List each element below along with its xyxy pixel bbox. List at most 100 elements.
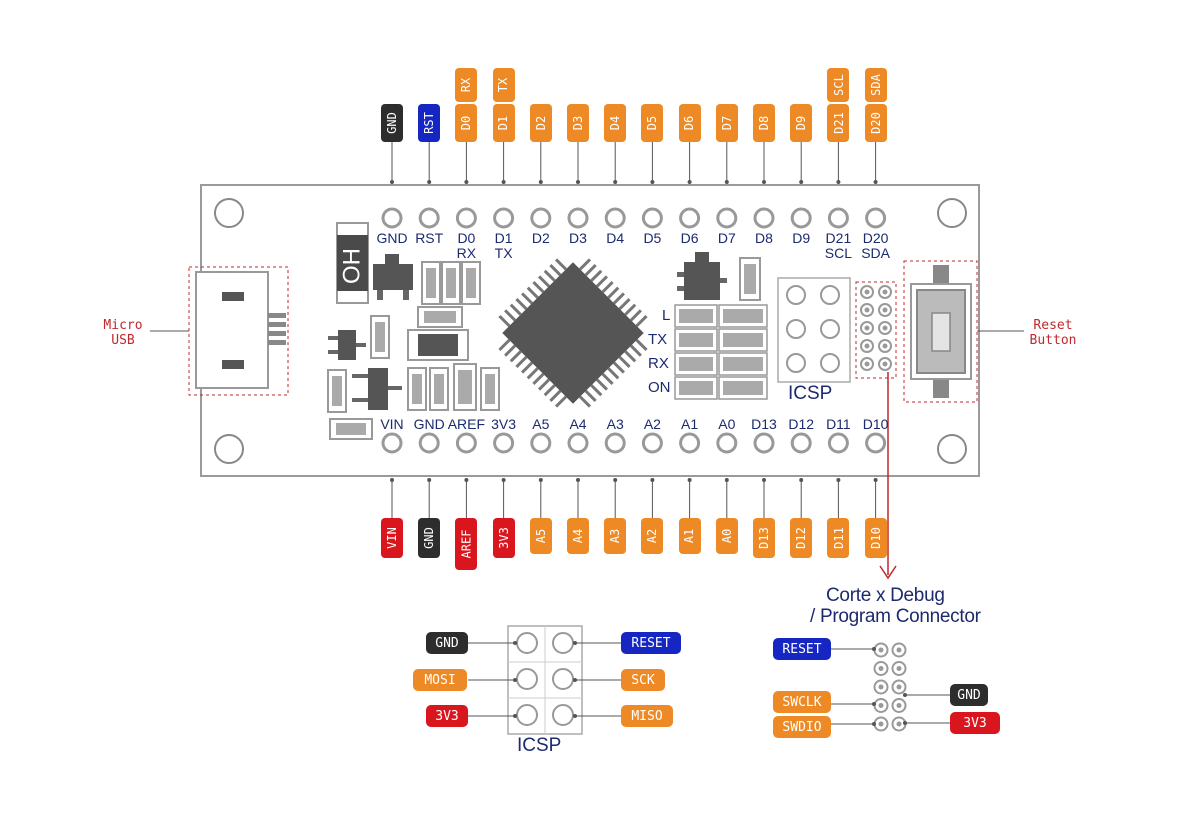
mcu-pin — [629, 309, 642, 322]
debug-leader-dot — [903, 721, 907, 725]
usb-connector-body — [195, 271, 269, 389]
top-board-label-main: D1 — [494, 230, 513, 246]
board-debug-pin-center — [864, 361, 870, 367]
top-board-label: D2 — [521, 231, 561, 246]
icsp-pin — [516, 704, 538, 726]
leader-lines — [390, 142, 950, 726]
top-leader-dot — [650, 180, 655, 184]
usb-pin — [268, 331, 286, 336]
icsp-pin — [552, 632, 574, 654]
mcu-pin — [624, 350, 637, 363]
led-right-pad — [723, 357, 763, 371]
reset-button-center — [931, 312, 951, 352]
icsp-left-tag-mosi: MOSI — [413, 669, 467, 691]
top-tag-tx-text: TX — [496, 77, 511, 93]
top-board-label-main: D0 — [457, 230, 476, 246]
top-board-label-main: RST — [415, 230, 444, 246]
bottom-pin-hole — [790, 432, 812, 454]
top-tag-rx: RX — [455, 68, 478, 102]
top-tag-sda: SDA — [864, 68, 887, 102]
mcu-pin — [624, 303, 637, 316]
bottom-tag-aref: AREF — [455, 518, 478, 570]
icsp-left-tag-mosi-text: MOSI — [424, 672, 456, 688]
bottom-leader-dot — [427, 478, 432, 482]
mcu-pin — [543, 269, 556, 282]
bottom-tag-3v3-text: 3V3 — [496, 527, 511, 549]
debug-tag-gnd: GND — [950, 684, 988, 706]
mcu-pin — [579, 395, 592, 408]
top-tag-d4-text: D4 — [608, 115, 623, 131]
top-tag-d0-text: D0 — [459, 115, 474, 131]
top-leader-dot — [762, 180, 766, 184]
top-leader-dot — [836, 180, 841, 184]
top-pin-hole — [827, 207, 849, 229]
bottom-tag-d12: D12 — [790, 518, 813, 558]
mounting-hole — [214, 198, 244, 228]
bottom-tag-3v3: 3V3 — [492, 518, 515, 558]
bottom-board-label-main: GND — [413, 416, 445, 432]
bottom-pin-hole — [418, 432, 440, 454]
bottom-tag-vin-text: VIN — [385, 527, 399, 549]
regulator-tab — [385, 254, 399, 264]
debug-tag-swclk-text: SWCLK — [782, 694, 822, 710]
bottom-leader-dot — [799, 478, 804, 482]
top-tag-d9: D9 — [790, 104, 813, 142]
led-right-pad — [723, 381, 763, 395]
top-board-label: D6 — [670, 231, 710, 246]
top-tag-d2-text: D2 — [533, 115, 548, 131]
bottom-board-label: A4 — [558, 417, 598, 432]
mcu-pin — [601, 372, 614, 385]
bottom-board-label-main: D12 — [788, 416, 815, 432]
mcu-pin — [532, 281, 545, 294]
bottom-pin-hole — [641, 432, 663, 454]
top-pin-hole — [567, 207, 589, 229]
debug-tag-reset-text: RESET — [782, 641, 822, 657]
top-pin-hole — [679, 207, 701, 229]
board-icsp-pins — [786, 285, 840, 373]
debug-pin-center — [878, 703, 884, 708]
icsp-right-leader-dot — [573, 714, 577, 718]
bottom-board-label-main: D10 — [862, 416, 889, 432]
top-board-label-main: D5 — [643, 230, 662, 246]
led-label-rx: RX — [648, 355, 669, 372]
bottom-board-label-main: AREF — [447, 416, 486, 432]
debug-tag-swdio: SWDIO — [773, 716, 831, 738]
mcu-pin — [549, 389, 562, 402]
bottom-board-label-main: A4 — [569, 416, 587, 432]
bottom-tag-d11: D11 — [827, 518, 850, 558]
top-tag-tx: TX — [492, 68, 515, 102]
bottom-pin-hole — [827, 432, 849, 454]
bottom-leader-dot — [613, 478, 618, 482]
bottom-board-label-main: D11 — [826, 416, 851, 432]
icsp-pin — [552, 668, 574, 690]
debug-leader-dot — [872, 647, 876, 651]
top-tag-d6: D6 — [678, 104, 701, 142]
bottom-leader-dot — [501, 478, 506, 482]
led-left-pad — [679, 309, 713, 323]
bottom-leader-dot — [724, 478, 729, 482]
top-board-label-main: GND — [376, 230, 408, 246]
bottom-board-label-main: A5 — [532, 416, 550, 432]
top-pin-hole — [790, 207, 812, 229]
board-debug-pin-center — [882, 307, 888, 313]
top-board-label-sub: SCL — [824, 245, 852, 261]
icsp-right-leader-dot — [573, 678, 577, 682]
reset-button-lead — [933, 378, 949, 398]
bottom-board-label: A2 — [632, 417, 672, 432]
bottom-board-label: AREF — [446, 417, 486, 432]
debug-tag-swclk: SWCLK — [773, 691, 831, 713]
board-icsp-pin — [786, 285, 806, 305]
top-tag-d2: D2 — [529, 104, 552, 142]
mounting-hole — [214, 434, 244, 464]
usb-pin — [268, 340, 286, 345]
top-tag-d9-text: D9 — [794, 115, 809, 131]
icsp-connector-pins — [508, 626, 582, 734]
icsp-left-tag-gnd-text: GND — [435, 635, 459, 651]
debug-pin-center — [878, 666, 884, 671]
top-tag-d8: D8 — [753, 104, 775, 142]
mcu-pin — [509, 303, 522, 316]
bottom-pin-hole — [865, 432, 887, 454]
mounting-hole — [937, 198, 967, 228]
mcu-pin — [584, 389, 597, 402]
